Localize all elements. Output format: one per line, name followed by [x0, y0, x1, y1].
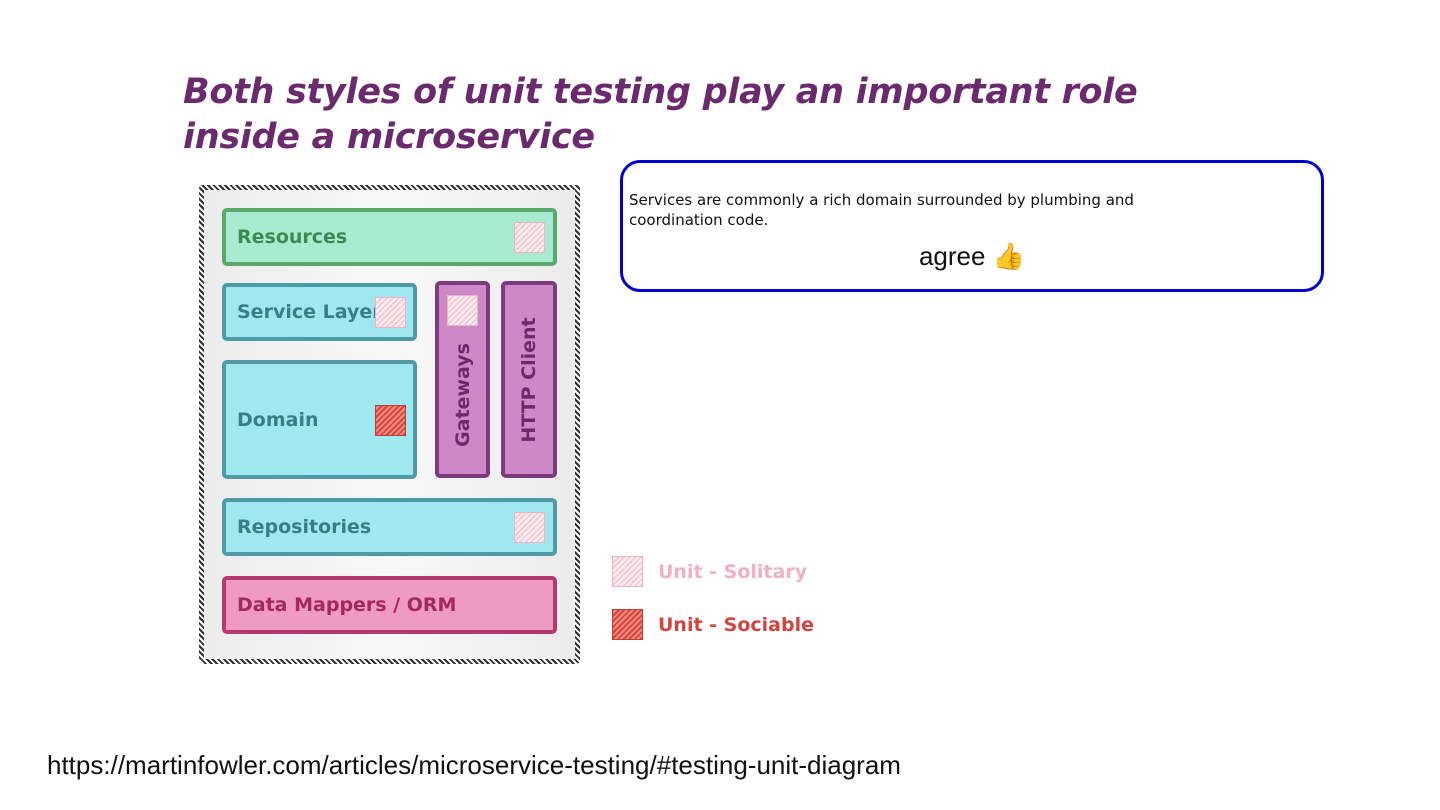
legend-solitary-label: Unit - Solitary: [658, 561, 808, 583]
unit-solitary-marker: [514, 512, 545, 543]
layer-data-mappers-label: Data Mappers / ORM: [237, 594, 457, 616]
layer-gateways: Gateways: [435, 281, 490, 478]
microservice-diagram: Resources Service Layer Domain Gateways …: [199, 185, 580, 664]
legend-solitary-swatch: [612, 556, 643, 587]
layer-service: Service Layer: [222, 283, 417, 341]
callout-reaction: agree 👍: [918, 241, 1026, 271]
unit-solitary-marker: [514, 222, 545, 253]
layer-service-label: Service Layer: [237, 301, 382, 323]
layer-resources-label: Resources: [237, 226, 348, 248]
layer-http-client: HTTP Client: [501, 281, 557, 478]
unit-sociable-marker: [375, 405, 406, 436]
layer-domain: Domain: [222, 360, 417, 479]
source-url: https://martinfowler.com/articles/micros…: [47, 750, 901, 780]
layer-resources: Resources: [222, 208, 557, 266]
comment-callout: Services are commonly a rich domain surr…: [620, 160, 1324, 292]
slide-title: Both styles of unit testing play an impo…: [183, 72, 1138, 157]
layer-repositories: Repositories: [222, 498, 557, 556]
unit-solitary-marker: [375, 297, 406, 328]
unit-solitary-marker: [447, 295, 478, 326]
legend-sociable-swatch: [612, 609, 643, 640]
layer-repositories-label: Repositories: [237, 516, 372, 538]
layer-domain-label: Domain: [237, 408, 319, 431]
legend-sociable-label: Unit - Sociable: [658, 614, 814, 636]
callout-text: Services are commonly a rich domain surr…: [629, 191, 1134, 229]
layer-data-mappers: Data Mappers / ORM: [222, 576, 557, 634]
layer-gateways-label: Gateways: [451, 342, 474, 447]
layer-http-client-label: HTTP Client: [518, 316, 540, 443]
